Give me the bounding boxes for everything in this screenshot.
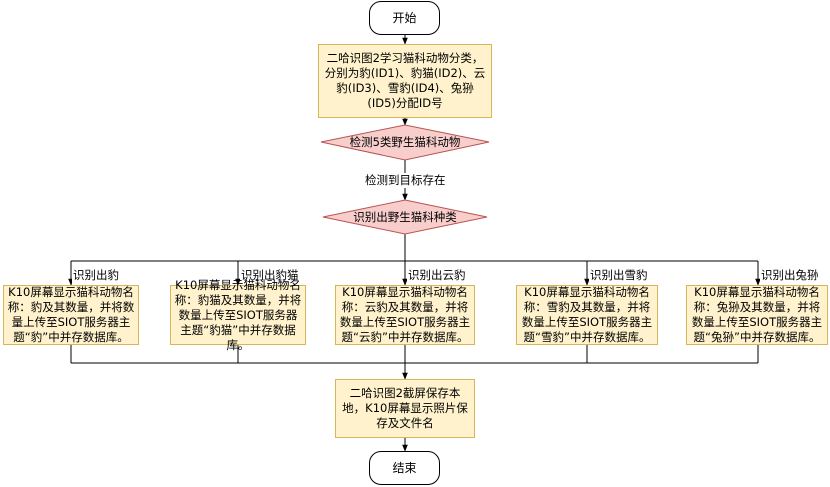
branch-box-pallas-cat: K10屏幕显示猫科动物名称：兔狲及其数量，并将数量上传至SIOT服务器主题“兔狲…	[686, 285, 828, 345]
branch-box-clouded-leopard: K10屏幕显示猫科动物名称：云豹及其数量，并将数量上传至SIOT服务器主题“云豹…	[335, 285, 475, 345]
branch-label-clouded-leopard: 识别出云豹	[407, 268, 467, 283]
start-node: 开始	[369, 1, 440, 35]
decision1-diamond	[320, 124, 490, 161]
branch-label-leopard: 识别出豹	[72, 268, 120, 283]
end-node: 结束	[369, 451, 440, 485]
branch-box-leopard-cat: K10屏幕显示猫科动物名称：豹猫及其数量，并将数量上传至SIOT服务器主题“豹猫…	[170, 278, 306, 352]
final-screenshot-save: 二哈识图2截屏保存本地，K10屏幕显示照片保存及文件名	[335, 379, 475, 438]
step1-learn-classes: 二哈识图2学习猫科动物分类，分别为豹(ID1)、豹猫(ID2)、云豹(ID3)、…	[318, 44, 492, 118]
decision1-label: 检测5类野生猫科动物	[349, 135, 461, 149]
decision2-label: 识别出野生猫科种类	[353, 210, 457, 224]
branch-label-leopard-cat: 识别出豹猫	[240, 268, 300, 283]
branch-label-pallas-cat: 识别出兔狲	[760, 268, 820, 283]
branch-box-leopard: K10屏幕显示猫科动物名称：豹及其数量，并将数量上传至SIOT服务器主题“豹”中…	[3, 285, 139, 345]
branch-box-snow-leopard: K10屏幕显示猫科动物名称：雪豹及其数量，并将数量上传至SIOT服务器主题“雪豹…	[516, 285, 658, 345]
decision2-diamond	[322, 199, 488, 235]
branch-label-snow-leopard: 识别出雪豹	[589, 268, 649, 283]
edge-label-detected: 检测到目标存在	[364, 173, 447, 188]
